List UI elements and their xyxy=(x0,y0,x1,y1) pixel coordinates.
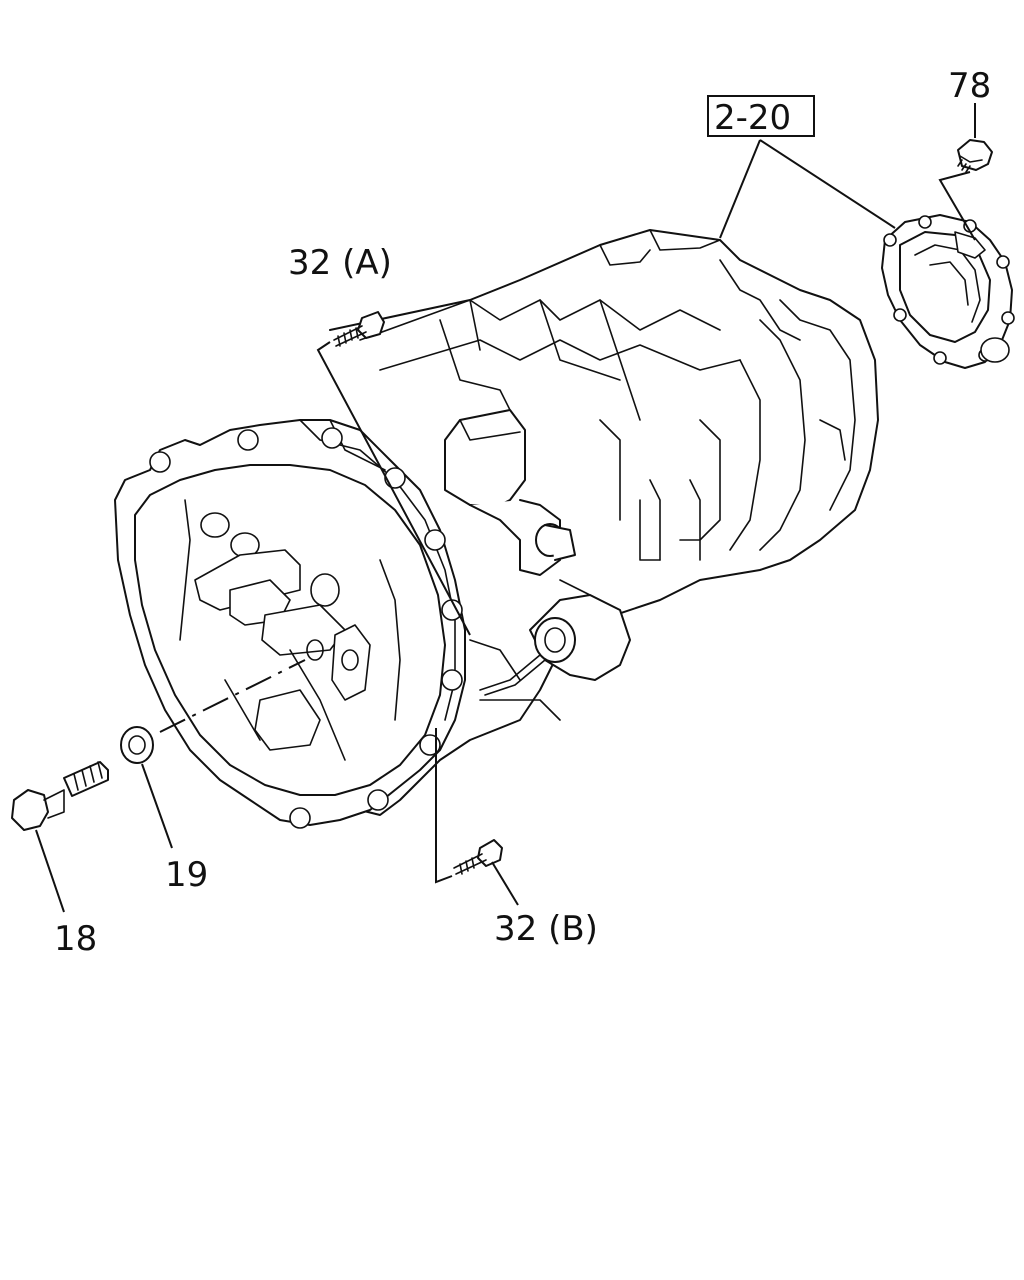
part-32b-bolt-drawing xyxy=(435,728,503,884)
callout-2-20-box xyxy=(707,95,815,137)
callout-18: 18 xyxy=(54,919,97,959)
center-axis-line xyxy=(159,659,306,733)
part-19-washer-drawing xyxy=(120,726,154,764)
leader-lines xyxy=(35,103,976,913)
transmission-housing-drawing xyxy=(114,229,879,829)
callout-19: 19 xyxy=(165,855,208,895)
extension-housing-drawing xyxy=(881,214,1015,369)
callout-78: 78 xyxy=(948,66,991,106)
callout-2-20: 2-20 xyxy=(714,98,791,138)
callout-32b: 32 (B) xyxy=(494,909,598,949)
callout-32a: 32 (A) xyxy=(288,243,392,283)
part-32a-bolt-drawing xyxy=(316,311,471,636)
part-18-bolt-drawing xyxy=(11,761,109,831)
part-78-plug-drawing xyxy=(938,139,993,241)
